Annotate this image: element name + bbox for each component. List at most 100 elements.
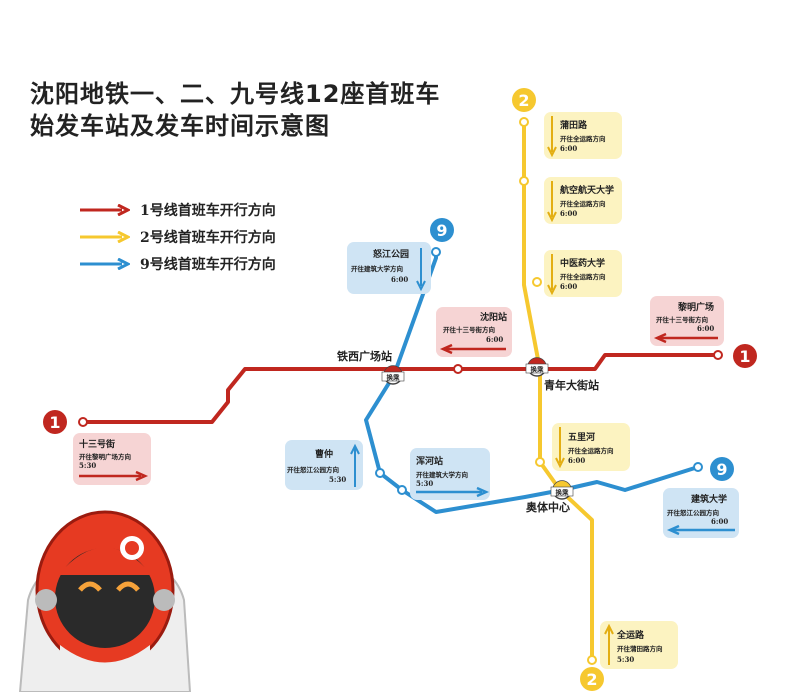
line-1-badge-east: 1 — [733, 344, 757, 368]
page-title: 沈阳地铁一、二、九号线12座首班车 始发车站及发车时间示意图 — [30, 78, 440, 142]
card-station-name: 沈阳站 — [480, 313, 508, 323]
card-time: 6:00 — [568, 456, 586, 465]
card-direction: 开往黎明广场方向 — [79, 453, 131, 461]
card-shisanhao: 十三号街 开往黎明广场方向 5:30 — [73, 433, 151, 485]
down-arrow-icon — [547, 181, 557, 223]
legend-label: 2号线首班车开行方向 — [140, 229, 276, 246]
card-direction: 开往怒江公园方向 — [287, 466, 339, 474]
stations — [78, 117, 723, 665]
svg-text:1: 1 — [49, 413, 60, 432]
card-station-name: 五里河 — [568, 433, 596, 443]
card-station-name: 怒江公园 — [373, 250, 410, 260]
legend: 1号线首班车开行方向 2号线首班车开行方向 9号线首班车开行方向 — [78, 196, 276, 277]
card-direction: 开往建筑大学方向 — [416, 471, 468, 479]
station-dot — [453, 364, 463, 374]
card-station-name: 航空航天大学 — [560, 186, 615, 196]
card-nujiang: 怒江公园 开往建筑大学方向 6:00 — [347, 242, 431, 294]
card-time: 5:30 — [617, 655, 635, 664]
right-arrow-icon — [80, 230, 130, 243]
down-arrow-icon — [416, 248, 426, 292]
card-station-name: 蒲田路 — [560, 121, 588, 131]
card-station-name: 中医药大学 — [560, 259, 606, 269]
card-direction: 开往全运路方向 — [560, 200, 606, 208]
station-dot — [535, 457, 545, 467]
card-direction: 开往全运路方向 — [560, 135, 606, 143]
legend-item-line-2: 2号线首班车开行方向 — [78, 223, 276, 250]
card-direction: 开往蒲田路方向 — [617, 645, 663, 653]
legend-item-line-9: 9号线首班车开行方向 — [78, 250, 276, 277]
line-1-track — [83, 353, 718, 424]
down-arrow-icon — [555, 427, 565, 469]
card-direction: 开往怒江公园方向 — [667, 509, 719, 517]
card-time: 6:00 — [560, 282, 578, 291]
station-label-qingnian: 青年大街站 — [544, 379, 599, 392]
transfer-badge: 换乘 — [531, 365, 545, 374]
card-time: 5:30 — [329, 475, 347, 484]
card-station-name: 十三号街 — [79, 440, 116, 450]
down-arrow-icon — [547, 116, 557, 158]
card-station-name: 黎明广场 — [678, 303, 715, 313]
station-dot — [693, 462, 703, 472]
station-dot — [78, 417, 88, 427]
station-label-aoti: 奥体中心 — [526, 501, 570, 514]
svg-text:1: 1 — [739, 347, 750, 366]
up-arrow-icon — [350, 443, 360, 487]
card-hangkong: 航空航天大学 开往全运路方向 6:00 — [544, 177, 622, 224]
line-1-badge-west: 1 — [43, 410, 67, 434]
right-arrow-icon — [80, 203, 130, 216]
line-9-badge-north: 9 — [430, 218, 454, 242]
card-puyang: 蒲田路 开往全运路方向 6:00 — [544, 112, 622, 159]
card-hunhe: 浑河站 开往建筑大学方向 5:30 — [410, 448, 490, 500]
robot-mascot-illustration — [18, 510, 192, 692]
card-direction: 开往十三号街方向 — [656, 316, 708, 324]
card-station-name: 建筑大学 — [691, 495, 728, 505]
card-time: 5:30 — [79, 461, 97, 470]
card-station-name: 全运路 — [617, 631, 645, 641]
legend-item-line-1: 1号线首班车开行方向 — [78, 196, 276, 223]
svg-text:9: 9 — [716, 460, 727, 479]
card-direction: 开往十三号街方向 — [443, 326, 495, 334]
down-arrow-icon — [547, 254, 557, 296]
card-time: 6:00 — [391, 275, 409, 284]
line-2-badge-north: 2 — [512, 88, 536, 112]
title-line-2: 始发车站及发车时间示意图 — [30, 112, 330, 140]
station-dot — [397, 485, 407, 495]
right-arrow-icon — [80, 257, 130, 270]
station-dot — [519, 117, 529, 127]
card-liming: 黎明广场 开往十三号街方向 6:00 — [650, 296, 724, 346]
station-dot — [532, 277, 542, 287]
station-dot — [519, 176, 529, 186]
up-arrow-icon — [604, 623, 614, 665]
card-quanyun: 全运路 开往蒲田路方向 5:30 — [600, 621, 678, 669]
card-zhongyiyao: 中医药大学 开往全运路方向 6:00 — [544, 250, 622, 297]
card-time: 6:00 — [697, 324, 715, 333]
line-9-badge-east: 9 — [710, 457, 734, 481]
left-arrow-icon — [653, 332, 718, 344]
svg-text:2: 2 — [586, 670, 597, 689]
line-2-badge-south: 2 — [580, 667, 604, 691]
station-dot — [587, 655, 597, 665]
station-dot — [431, 247, 441, 257]
card-direction: 开往全运路方向 — [568, 447, 614, 455]
card-wulihe: 五里河 开往全运路方向 6:00 — [552, 423, 630, 471]
card-station-name: 曹仲 — [315, 450, 334, 460]
transfer-badge: 换乘 — [556, 488, 570, 497]
card-station-name: 浑河站 — [416, 457, 444, 467]
right-arrow-icon — [416, 486, 490, 498]
transfer-aoti: 换乘 — [550, 480, 574, 500]
card-time: 5:30 — [416, 479, 434, 488]
card-shenyang: 沈阳站 开往十三号街方向 6:00 — [436, 307, 512, 357]
transfer-tiexi: 换乘 — [381, 365, 405, 385]
card-jianzhu: 建筑大学 开往怒江公园方向 6:00 — [663, 488, 739, 538]
left-arrow-icon — [666, 524, 735, 536]
left-arrow-icon — [439, 343, 506, 355]
station-dot — [713, 350, 723, 360]
legend-label: 9号线首班车开行方向 — [140, 256, 276, 273]
station-dot — [375, 468, 385, 478]
svg-text:2: 2 — [518, 91, 529, 110]
card-time: 6:00 — [560, 144, 578, 153]
card-direction: 开往建筑大学方向 — [351, 265, 403, 273]
line-9-track — [364, 250, 699, 514]
title-line-1: 沈阳地铁一、二、九号线12座首班车 — [30, 80, 441, 108]
